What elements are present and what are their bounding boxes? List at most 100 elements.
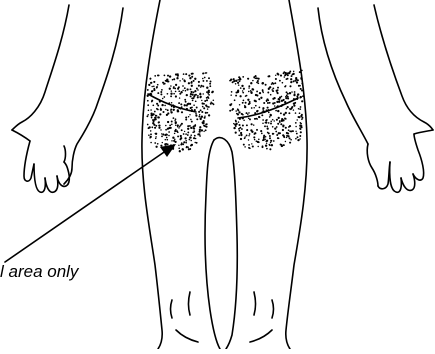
- stipple-dot: [251, 107, 253, 109]
- stipple-dot: [203, 103, 205, 105]
- stipple-dot: [206, 123, 208, 125]
- stipple-dot: [168, 135, 170, 137]
- stipple-dot: [248, 117, 250, 119]
- stipple-dot: [167, 112, 169, 114]
- shaded-area-left: [146, 72, 214, 152]
- stipple-dot: [276, 119, 278, 121]
- stipple-dot: [200, 117, 202, 119]
- stipple-dot: [152, 122, 154, 124]
- stipple-dot: [166, 137, 168, 139]
- stipple-dot: [148, 110, 150, 112]
- stipple-dot: [210, 81, 212, 83]
- stipple-dot: [248, 85, 250, 87]
- stipple-dot: [206, 99, 208, 101]
- stipple-dot: [195, 124, 196, 125]
- stipple-dot: [301, 90, 303, 92]
- stipple-dot: [256, 77, 258, 79]
- stipple-dot: [188, 148, 190, 150]
- stipple-dot: [174, 138, 176, 140]
- stipple-dot: [292, 130, 294, 132]
- stipple-dot: [190, 140, 192, 142]
- shaded-area-right: [229, 70, 304, 151]
- stipple-dot: [187, 146, 189, 148]
- stipple-dot: [161, 133, 162, 134]
- stipple-dot: [188, 75, 190, 77]
- stipple-dot: [198, 133, 200, 135]
- stipple-dot: [255, 94, 257, 96]
- stipple-dot: [235, 110, 237, 112]
- stipple-dot: [170, 85, 172, 87]
- stipple-dot: [288, 129, 290, 131]
- stipple-dot: [244, 136, 245, 137]
- stipple-dot: [171, 106, 173, 108]
- stipple-dot: [233, 78, 235, 80]
- stipple-dot: [162, 142, 163, 143]
- stipple-dot: [299, 138, 300, 139]
- stipple-dot: [280, 123, 282, 125]
- stipple-dot: [193, 80, 195, 82]
- stipple-dot: [158, 127, 160, 129]
- stipple-dot: [198, 116, 200, 118]
- stipple-dot: [198, 81, 200, 83]
- stipple-dot: [174, 88, 176, 90]
- stipple-dot: [157, 84, 159, 86]
- stipple-dot: [256, 140, 258, 142]
- stipple-dot: [238, 84, 240, 86]
- stipple-dot: [272, 119, 274, 121]
- stipple-dot: [199, 93, 201, 95]
- stipple-dot: [248, 139, 249, 140]
- stipple-dot: [262, 107, 264, 109]
- left-arm: [12, 5, 123, 184]
- stipple-dot: [175, 121, 177, 123]
- stipple-dot: [293, 104, 295, 106]
- stipple-dot: [243, 120, 245, 122]
- stipple-dot: [209, 83, 211, 85]
- stipple-dot: [178, 86, 180, 88]
- stipple-dot: [147, 114, 149, 116]
- stipple-dot: [191, 121, 193, 123]
- stipple-dot: [194, 90, 196, 92]
- stipple-dot: [182, 78, 183, 79]
- stipple-dot: [262, 89, 264, 91]
- stipple-dot: [203, 107, 205, 109]
- stipple-dot: [155, 117, 157, 119]
- stipple-dot: [239, 130, 241, 132]
- left-hand: [24, 141, 69, 192]
- stipple-dot: [277, 137, 279, 139]
- stipple-dot: [258, 139, 260, 141]
- stipple-dot: [166, 139, 168, 141]
- stipple-dot: [240, 87, 242, 89]
- stipple-dot: [265, 122, 267, 124]
- stipple-dot: [273, 120, 274, 121]
- stipple-dot: [296, 81, 298, 83]
- stipple-dot: [155, 136, 157, 138]
- stipple-dot: [295, 126, 297, 128]
- stipple-dot: [185, 140, 187, 142]
- stipple-dot: [195, 100, 197, 102]
- stipple-dot: [172, 79, 174, 81]
- stipple-dot: [178, 90, 180, 92]
- stipple-dot: [237, 79, 239, 81]
- stipple-dot: [266, 109, 268, 111]
- stipple-dot: [276, 126, 278, 128]
- stipple-dot: [239, 118, 241, 120]
- stipple-dot: [287, 72, 289, 74]
- stipple-dot: [267, 75, 269, 77]
- stipple-dot: [240, 132, 242, 134]
- stipple-dot: [150, 82, 152, 84]
- stipple-dot: [278, 117, 280, 119]
- stipple-dot: [301, 83, 303, 85]
- stipple-dot: [161, 89, 163, 91]
- stipple-dot: [250, 82, 252, 84]
- stipple-dot: [299, 108, 301, 110]
- stipple-dot: [183, 133, 185, 135]
- stipple-dot: [235, 123, 237, 125]
- stipple-dot: [283, 136, 285, 138]
- stipple-dot: [186, 105, 187, 106]
- stipple-dot: [287, 135, 289, 137]
- torso-and-legs: [142, 0, 307, 349]
- stipple-dot: [272, 82, 274, 84]
- stipple-dot: [238, 124, 240, 126]
- stipple-dot: [262, 119, 264, 121]
- stipple-dot: [182, 90, 184, 92]
